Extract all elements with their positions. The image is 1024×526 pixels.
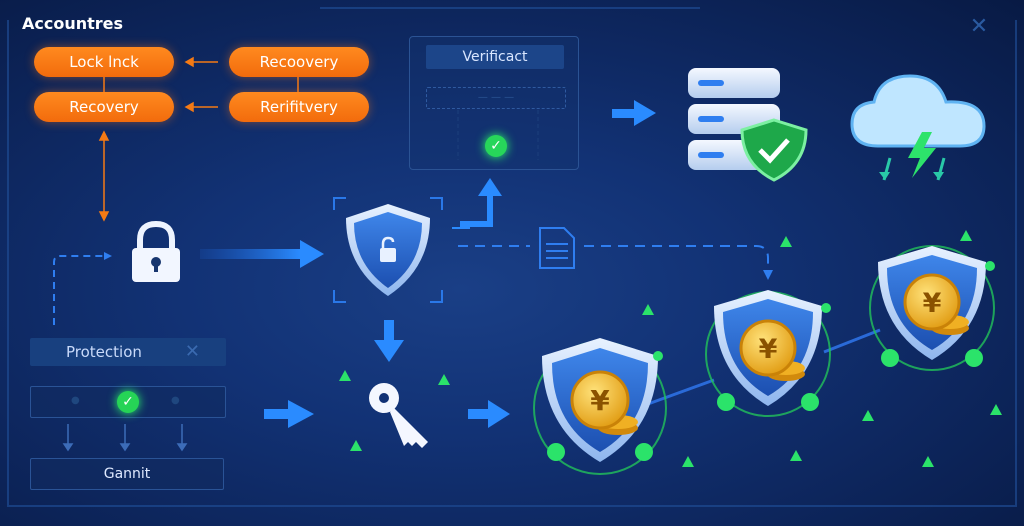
dashed-right-arrowhead: [763, 270, 773, 280]
arrow-shield-up-head: [478, 178, 502, 196]
gannit-button[interactable]: Gannit: [30, 458, 224, 490]
lock-unlock-pill[interactable]: Lock lnck: [34, 47, 174, 77]
yuan-coin-shield-icon: ¥: [534, 338, 666, 474]
recovery-pill-top[interactable]: Recoovery: [229, 47, 369, 77]
verification-panel-header: Verificact: [426, 45, 564, 69]
arrow-verification-to-server: [612, 100, 656, 126]
lock-icon: [132, 224, 180, 282]
svg-text:¥: ¥: [590, 384, 610, 417]
verification-panel-row: — — —: [426, 87, 566, 109]
arrow-shield-to-verification: [460, 194, 490, 224]
orange-connectors: [100, 58, 298, 220]
verification-check-icon: ✓: [485, 135, 507, 157]
close-icon[interactable]: ✕: [968, 16, 990, 38]
arrow-key-to-shields: [468, 400, 510, 428]
svg-text:¥: ¥: [759, 334, 778, 365]
yuan-coin-shield-icon: ¥: [706, 290, 831, 416]
protection-panel-header: Protection ✕: [30, 338, 226, 366]
svg-text:¥: ¥: [923, 288, 942, 319]
arrow-lock-to-shield: [200, 240, 324, 268]
key-icon: [369, 383, 428, 448]
page-title: Accountres: [22, 14, 123, 33]
drop-icon: ●: [171, 395, 181, 407]
protection-status-row: ● ✓ ●: [30, 386, 226, 418]
recovery-pill-left[interactable]: Recovery: [34, 92, 174, 122]
verification-panel: Verificact — — — ✓: [409, 36, 579, 170]
document-icon: [540, 228, 574, 268]
database-server-icon: [688, 68, 806, 180]
arrow-protection-to-key: [264, 400, 314, 428]
arrow-shield-to-key: [374, 320, 404, 362]
dashed-connector-arrowhead: [104, 252, 112, 260]
storm-cloud-icon: [852, 76, 984, 180]
protection-check-icon: ✓: [117, 391, 139, 413]
dashed-connector-lock: [54, 256, 106, 325]
yuan-coin-shield-icon: ¥: [870, 246, 995, 370]
drop-icon: ●: [71, 395, 81, 407]
dashed-connector-right: [458, 246, 768, 272]
verification-pill[interactable]: Rerifitvery: [229, 92, 369, 122]
protection-close-icon[interactable]: ✕: [185, 338, 200, 366]
protection-down-arrows: [64, 424, 186, 450]
shield-lock-icon: [346, 204, 430, 296]
protection-label: Protection: [66, 338, 142, 366]
